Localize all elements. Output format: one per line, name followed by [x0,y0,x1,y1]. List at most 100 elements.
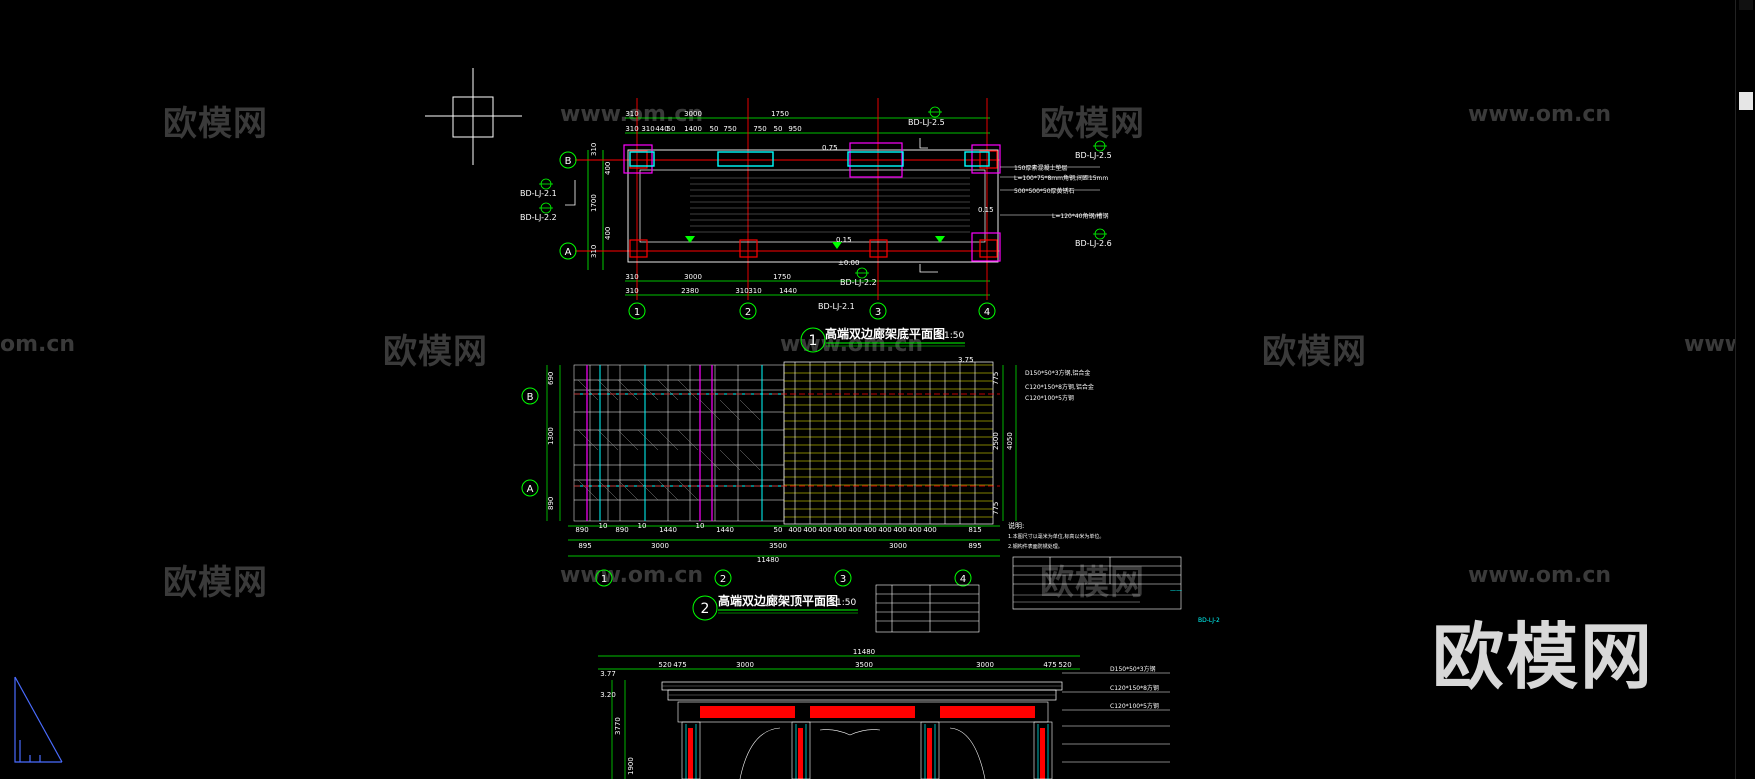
dim-label: 50 [710,125,719,133]
dim-label: 520 [1058,661,1071,669]
watermark-cn: 欧模网 [163,104,268,144]
dim-label: 440 [655,125,668,133]
annotation-note: C120*100*5方钢 [1110,702,1159,710]
dim-label: 3500 [855,661,873,669]
dim-label: 1750 [773,273,791,281]
scroll-up-button[interactable] [1739,0,1753,10]
watermark-cn: 欧模网 [1040,104,1145,144]
dim-label: 890 [615,526,628,534]
plan-2[interactable]: 890 10 890 10 1440 10 1440 50 400 400 40… [521,356,1094,633]
dim-label: 50 [774,526,783,534]
watermark-url: www.om.cn [780,332,924,357]
watermark-url: www.om.cn [1468,563,1612,588]
dim-label: 520 [658,661,671,669]
detail-tag: BD-LJ-2.2 [520,213,557,222]
dim-label: 400 [863,526,876,534]
watermark-cn: 欧模网 [1040,563,1145,603]
dim-label: 400 [833,526,846,534]
dim-label: 815 [968,526,981,534]
axis-label: B [565,156,572,167]
dim-label: 1440 [659,526,677,534]
dim-label: 775 [992,372,1000,385]
detail-tag: BD-LJ-2.5 [908,118,945,127]
dim-label: 950 [788,125,801,133]
dim-label: 3000 [684,273,702,281]
scroll-thumb[interactable] [1739,92,1753,110]
dim-label: 310 [590,245,598,258]
detail-tag: BD-LJ-2.5 [1075,151,1112,160]
dim-label: 400 [878,526,891,534]
watermark-url: www.om.cn [560,102,704,127]
annotation-note: D150*50*3方钢,铝合金 [1025,369,1090,377]
annotation-note: L=100*75*8mm角钢,间距15mm [1014,174,1108,182]
dim-label: 3500 [769,542,787,550]
dim-label: 400 [908,526,921,534]
annotation-note: D150*50*3方钢 [1110,665,1156,673]
axis-label: 4 [984,307,990,318]
notes-line: 1.本图尺寸以毫米为单位,标高以米为单位。 [1008,533,1104,540]
drawing-number: 2 [701,601,710,617]
watermark-cn: 欧模网 [1262,332,1367,372]
dim-label: 310 [625,125,638,133]
annotation-note: L=120*40角钢/槽钢 [1052,212,1108,220]
level-mark: 0.15 [978,206,994,214]
detail-tag: BD-LJ-2.2 [840,278,877,287]
dim-label: 3770 [614,717,622,735]
dim-label: 10 [638,522,647,530]
axis-label: 1 [601,574,607,585]
dim-label: 11480 [853,648,875,656]
dim-label: 750 [723,125,736,133]
dim-label: 2500 [992,432,1000,450]
annotation-note: C120*150*8方钢,铝合金 [1025,383,1094,391]
ucs-icon [14,676,63,763]
drawing-number: 1 [809,333,818,349]
dim-label: 310 [735,287,748,295]
dim-label: 400 [818,526,831,534]
dim-label: 1400 [684,125,702,133]
level-mark: ±0.00 [838,259,859,267]
axis-label: A [565,247,572,258]
dim-label: 1300 [547,427,555,445]
sheet-link: —— [1170,587,1182,594]
elevation[interactable]: 11480 520 475 3000 3500 3000 475 520 3.7… [598,648,1170,779]
dim-label: 400 [604,227,612,240]
dim-label: 750 [753,125,766,133]
axis-label: 2 [720,574,726,585]
dim-label: 3000 [684,110,702,118]
crosshair-cursor [425,68,522,165]
dim-label: 4050 [1006,432,1014,450]
detail-tag: BD-LJ-2.1 [520,189,557,198]
dim-label: 1700 [590,194,598,212]
dim-label: 3000 [976,661,994,669]
detail-tag: BD-LJ-2.6 [1075,239,1112,248]
sheet-code: BD-LJ-2 [1198,617,1220,624]
general-notes: 说明: 1.本图尺寸以毫米为单位,标高以米为单位。 2.钢构件表面防锈处理。 —… [1008,521,1220,624]
axis-label: 4 [960,574,966,585]
watermark-logo: 欧模网 [1432,615,1655,699]
dim-label: 400 [604,162,612,175]
dim-label: 3000 [736,661,754,669]
level-mark: 3.20 [600,691,616,699]
dim-label: 400 [893,526,906,534]
dim-label: 400 [803,526,816,534]
plan-1[interactable]: 1 2 3 4 B A 1 310 3000 1750 310 310 440 … [520,98,1112,353]
notes-title: 说明: [1008,521,1024,530]
detail-tag: BD-LJ-2.1 [818,302,855,311]
dim-label: 1440 [716,526,734,534]
dim-label: 475 [1043,661,1056,669]
axis-label: 3 [875,307,881,318]
drawing-title: 高端双边廊架底平面图 [825,326,945,341]
watermark-url: www.om.cn [560,563,704,588]
annotation-note: 500*500*50厚黄锈石 [1014,187,1075,195]
dim-label: 3000 [651,542,669,550]
dim-label: 400 [788,526,801,534]
dim-label: 690 [547,372,555,385]
drawing-scale: 1:50 [836,598,856,608]
dim-label: 310 [590,143,598,156]
dim-label: 890 [547,497,555,510]
axis-label: B [527,392,534,403]
dim-label: 3000 [889,542,907,550]
vertical-scrollbar[interactable] [1735,0,1755,779]
watermark-url: om.cn [0,332,76,357]
